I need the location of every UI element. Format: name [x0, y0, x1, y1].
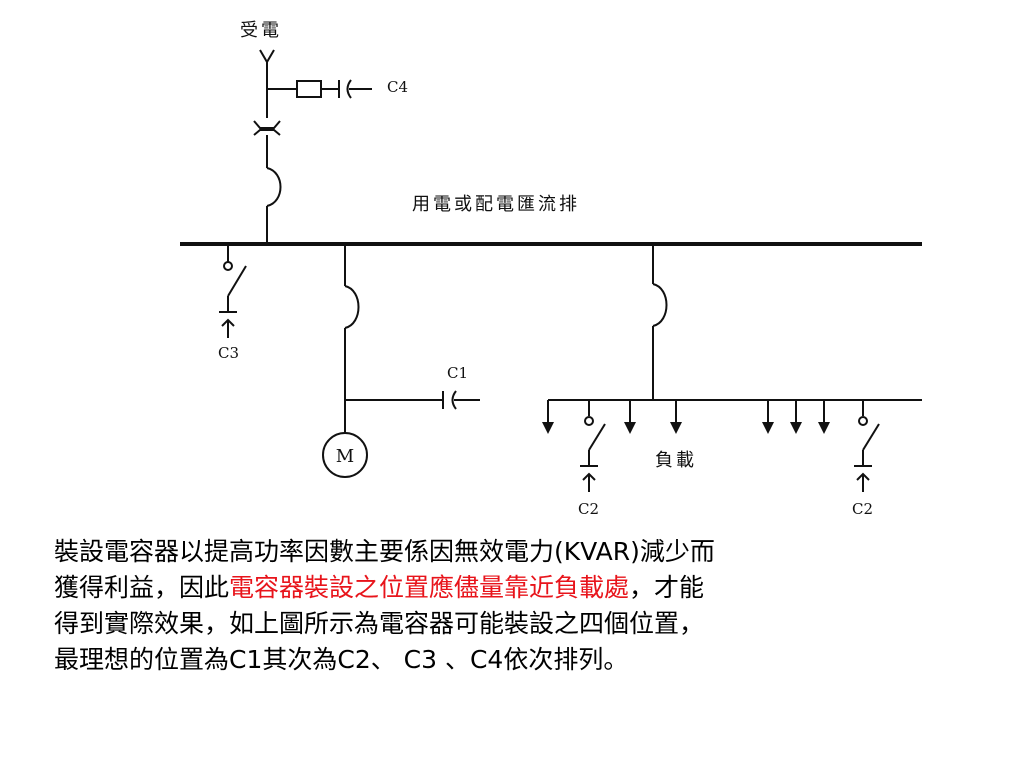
supply-label: 受電 [240, 20, 282, 41]
load-label: 負載 [655, 450, 697, 471]
bus-label: 用電或配電匯流排 [412, 194, 580, 215]
motor-label: M [336, 446, 354, 467]
caption-line-2-end: ，才能 [629, 573, 705, 602]
supply-terminal [259, 49, 275, 118]
caption-line-3: 得到實際效果，如上圖所示為電容器可能裝設之四個位置， [54, 609, 705, 638]
capacitor-c4-branch [267, 79, 372, 99]
motor-branch [344, 244, 480, 433]
capacitor-c2-right-branch [854, 400, 880, 492]
caption-line-2-start: 獲得利益，因此 [54, 573, 230, 602]
c2-right-label: C2 [852, 500, 873, 518]
single-line-diagram: 受電 C4 用電或配電匯流排 C3 [180, 20, 922, 518]
load-arrows [542, 400, 830, 434]
capacitor-c2-left-branch [580, 400, 606, 492]
caption-line-4: 最理想的位置為C1其次為C2、 C3 、C4依次排列。 [54, 645, 629, 674]
capacitor-c3-branch [219, 244, 247, 338]
c3-label: C3 [218, 344, 239, 362]
explanation-paragraph: 裝設電容器以提高功率因數主要係因無效電力(KVAR)減少而 獲得利益，因此電容器… [54, 534, 974, 678]
supply-transformer [266, 167, 282, 244]
load-branch [548, 244, 922, 401]
c2-left-label: C2 [578, 500, 599, 518]
breaker-contacts [253, 120, 281, 168]
c1-label: C1 [447, 364, 468, 382]
caption-highlight: 電容器裝設之位置應儘量靠近負載處 [229, 573, 630, 602]
caption-line-1: 裝設電容器以提高功率因數主要係因無效電力(KVAR)減少而 [54, 537, 715, 566]
motor-symbol [322, 432, 368, 478]
c4-label: C4 [387, 78, 408, 96]
caption-line-2: 獲得利益，因此電容器裝設之位置應儘量靠近負載處，才能 [54, 570, 974, 606]
